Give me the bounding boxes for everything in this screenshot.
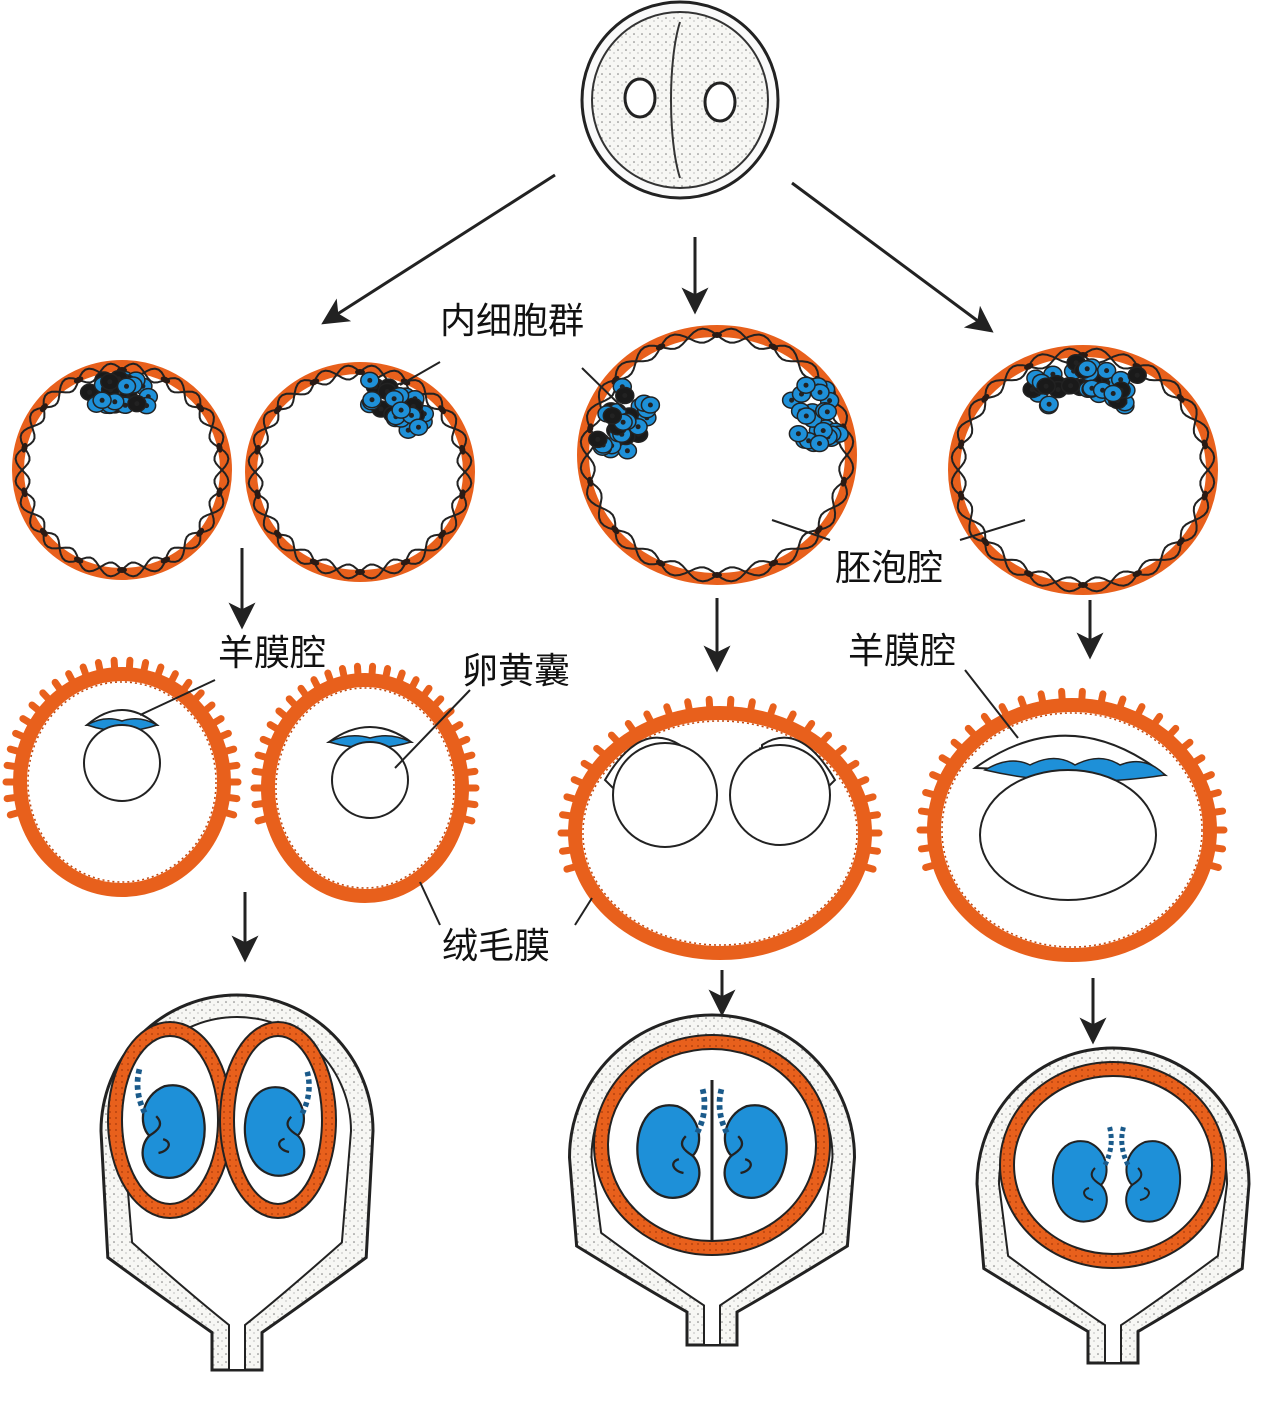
embryo-4 <box>975 736 1165 900</box>
yolk-sac <box>332 742 408 818</box>
uterus-row <box>101 995 1249 1370</box>
label-amniotic-cavity-right: 羊膜腔 <box>848 631 956 672</box>
inner-cell-mass <box>81 371 158 414</box>
chorion-row <box>6 660 1224 955</box>
yolk-sac <box>730 745 830 845</box>
label-yolk-sac: 卵黄囊 <box>462 651 570 692</box>
chorion-4 <box>920 691 1224 955</box>
label-blastocoel: 胚泡腔 <box>835 548 943 589</box>
trophoblast-layer <box>249 366 472 579</box>
shared-sac <box>1000 1062 1226 1268</box>
top-arrows <box>325 175 990 330</box>
label-inner-cell-mass: 内细胞群 <box>440 301 584 342</box>
sac-left <box>108 1022 232 1218</box>
uterus-dichorionic <box>101 995 373 1370</box>
label-amniotic-cavity-left: 羊膜腔 <box>218 633 326 674</box>
label-chorion: 绒毛膜 <box>442 926 550 967</box>
chorion-2 <box>254 666 476 896</box>
blastocyst-1 <box>16 364 229 577</box>
yolk-sac <box>980 770 1156 900</box>
yolk-sac <box>84 725 160 801</box>
amnion <box>1014 1076 1212 1254</box>
uterus-monoamniotic <box>977 1048 1249 1363</box>
two-cell-zygote <box>582 2 778 198</box>
embryo-1 <box>84 710 160 801</box>
yolk-sac <box>613 743 717 847</box>
embryo-2 <box>329 727 411 818</box>
blastocyst-4 <box>952 349 1214 592</box>
blastocyst-2 <box>249 366 472 579</box>
blastocyst-row <box>16 329 1215 592</box>
chorion-3 <box>561 699 879 953</box>
uterus-monochorionic-diamniotic <box>570 1015 855 1345</box>
shared-chorion <box>594 1035 830 1255</box>
blastocyst-3 <box>581 329 853 582</box>
chorion-1 <box>6 660 238 890</box>
sac-right <box>220 1022 336 1218</box>
